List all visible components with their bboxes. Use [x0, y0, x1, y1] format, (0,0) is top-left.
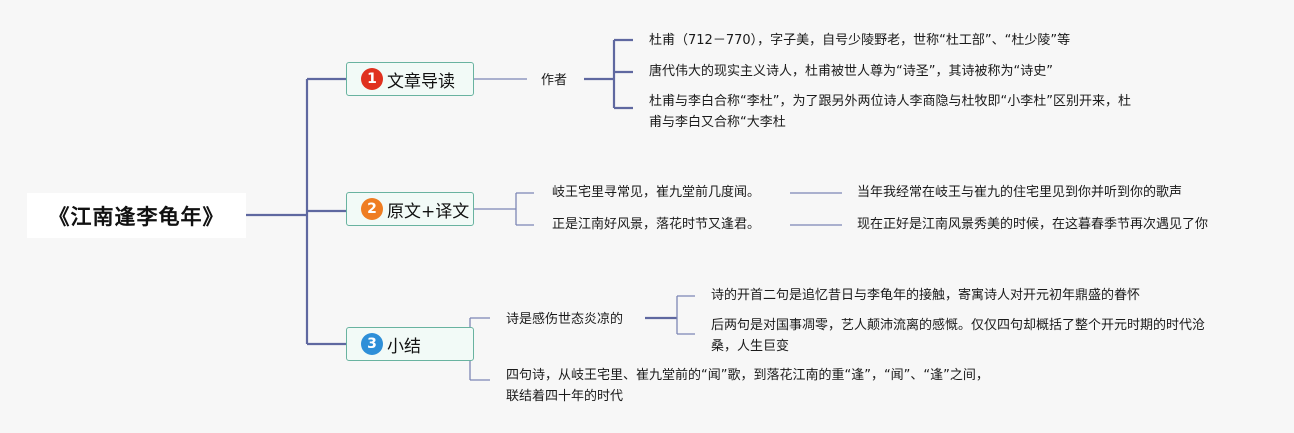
translation-line-2[interactable]: 现在正好是江南风景秀美的时候，在这暮春季节再次遇见了你: [857, 217, 1209, 232]
branch-node-1[interactable]: 1 文章导读: [346, 62, 474, 96]
summary-detail-1[interactable]: 诗的开首二句是追忆昔日与李龟年的接触，寄寓诗人对开元初年鼎盛的眷怀: [711, 288, 1141, 303]
number-badge-2: 2: [361, 198, 383, 220]
summary-item-1[interactable]: 诗是感伤世态炎凉的: [506, 312, 624, 327]
summary-detail-2[interactable]: 后两句是对国事凋零，艺人颠沛流离的感慨。仅仅四句却概括了整个开元时期的时代沧桑，…: [711, 318, 1206, 354]
number-badge-1: 1: [361, 68, 383, 90]
poem-line-2[interactable]: 正是江南好风景，落花时节又逢君。: [552, 217, 761, 232]
branch-label-2: 原文+译文: [387, 201, 470, 222]
branch-node-3[interactable]: 3 小结: [346, 327, 474, 361]
root-node-title[interactable]: 《江南逢李龟年》: [27, 193, 246, 238]
author-item-3[interactable]: 杜甫与李白合称“李杜”，为了跟另外两位诗人李商隐与杜牧即“小李杜”区别开来，杜甫…: [649, 94, 1131, 130]
branch-label-3: 小结: [387, 336, 421, 357]
author-item-2[interactable]: 唐代伟大的现实主义诗人，杜甫被世人尊为“诗圣”，其诗被称为“诗史”: [649, 64, 1053, 79]
number-badge-3: 3: [361, 333, 383, 355]
author-item-1[interactable]: 杜甫（712－770），字子美，自号少陵野老，世称“杜工部”、“杜少陵”等: [649, 33, 1071, 48]
author-node[interactable]: 作者: [541, 73, 568, 88]
poem-line-1[interactable]: 岐王宅里寻常见，崔九堂前几度闻。: [552, 185, 761, 200]
branch-node-2[interactable]: 2 原文+译文: [346, 192, 474, 226]
translation-line-1[interactable]: 当年我经常在岐王与崔九的住宅里见到你并听到你的歌声: [857, 185, 1183, 200]
branch-label-1: 文章导读: [387, 71, 455, 92]
summary-item-2[interactable]: 四句诗，从岐王宅里、崔九堂前的“闻”歌，到落花江南的重“逢”，“闻”、“逢”之间…: [506, 368, 989, 404]
